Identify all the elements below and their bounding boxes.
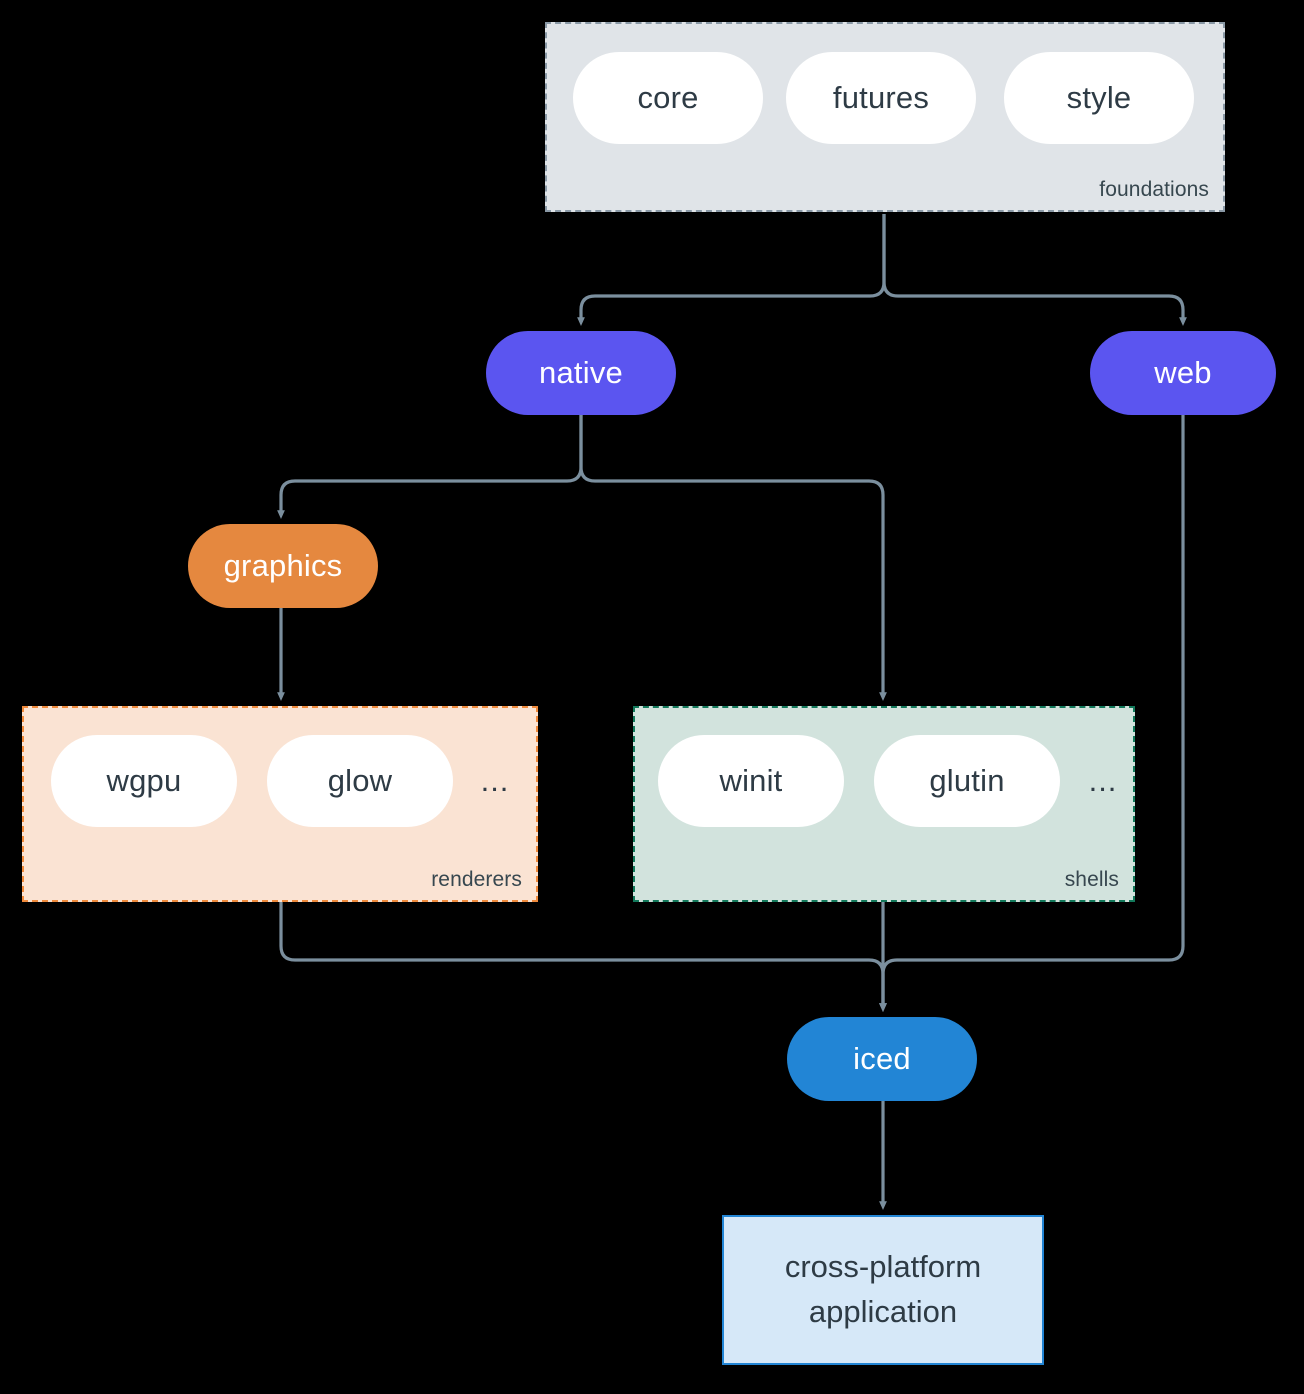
node-label-glow: glow [327, 763, 393, 798]
node-label-core: core [637, 80, 699, 115]
renderers-ellipsis: ... [480, 763, 510, 798]
application-label-line1: cross-platform [784, 1249, 982, 1285]
node-winit[interactable]: winit [658, 735, 844, 827]
edge-native-graphics [277, 415, 583, 520]
node-native[interactable]: native [486, 331, 676, 415]
node-glow[interactable]: glow [267, 735, 453, 827]
cluster-label-shells: shells [1064, 868, 1119, 891]
node-style[interactable]: style [1004, 52, 1194, 144]
node-web[interactable]: web [1090, 331, 1276, 415]
node-label-wgpu: wgpu [106, 763, 182, 798]
node-wgpu[interactable]: wgpu [51, 735, 237, 827]
node-label-graphics: graphics [223, 548, 343, 583]
node-label-native: native [539, 355, 623, 390]
node-label-style: style [1066, 80, 1132, 115]
edge-foundations-native [577, 214, 886, 327]
node-glutin[interactable]: glutin [874, 735, 1060, 827]
node-label-futures: futures [832, 80, 930, 115]
node-label-winit: winit [719, 763, 783, 798]
node-graphics[interactable]: graphics [188, 524, 378, 608]
node-iced[interactable]: iced [787, 1017, 977, 1101]
edge-renderers-iced [279, 902, 887, 1013]
edge-native-shells [579, 415, 887, 702]
node-core[interactable]: core [573, 52, 763, 144]
node-label-glutin: glutin [929, 763, 1005, 798]
application-label-line2: application [808, 1294, 958, 1329]
cluster-label-foundations: foundations [1099, 178, 1209, 201]
shells-ellipsis: ... [1088, 763, 1118, 798]
node-label-iced: iced [853, 1041, 911, 1076]
node-cross-platform-application[interactable]: cross-platform application [722, 1215, 1044, 1365]
node-label-web: web [1154, 355, 1212, 390]
node-futures[interactable]: futures [786, 52, 976, 144]
cluster-label-renderers: renderers [431, 868, 522, 891]
edge-foundations-web [882, 214, 1187, 327]
